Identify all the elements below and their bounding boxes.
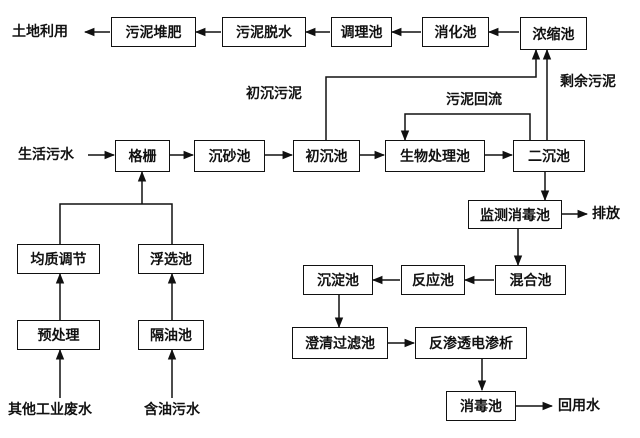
label-land-use: 土地利用 (12, 24, 68, 40)
node-reaction-tank: 反应池 (401, 265, 465, 295)
node-flotation: 浮选池 (138, 244, 204, 274)
node-pretreatment: 预处理 (17, 320, 100, 350)
edge-primary-sludge (325, 48, 541, 140)
label-oily-wastewater: 含油污水 (144, 402, 200, 418)
node-digestion-tank: 消化池 (422, 17, 489, 47)
node-ro-edr: 反渗透电渗析 (415, 327, 527, 359)
label-other-industrial: 其他工业废水 (8, 402, 92, 418)
node-biological-tank: 生物处理池 (385, 140, 485, 172)
node-sludge-dewater: 污泥脱水 (222, 17, 306, 47)
label-excess-sludge: 剩余污泥 (560, 74, 616, 90)
node-primary-settling: 初沉池 (293, 140, 360, 172)
label-domestic-sewage: 生活污水 (18, 147, 74, 163)
node-sludge-compost: 污泥堆肥 (111, 17, 196, 47)
node-sedimentation: 沉淀池 (303, 265, 373, 295)
label-primary-sludge: 初沉污泥 (246, 86, 302, 102)
label-reuse-water: 回用水 (558, 398, 600, 414)
node-oil-separation: 隔油池 (138, 320, 204, 350)
node-clarify-filter: 澄清过滤池 (292, 327, 388, 359)
node-grit-chamber: 沉砂池 (194, 140, 265, 172)
node-secondary-settling: 二沉池 (513, 140, 585, 172)
node-grid: 格栅 (115, 140, 170, 172)
node-homogenize: 均质调节 (17, 244, 100, 274)
node-thickening-tank: 浓缩池 (520, 17, 587, 50)
label-sludge-return: 污泥回流 (446, 92, 502, 108)
edge-sludge-return (400, 113, 531, 142)
edge-flotation-merge (142, 203, 173, 244)
node-conditioning-tank: 调理池 (331, 17, 392, 47)
node-monitor-disinfect: 监测消毒池 (468, 200, 562, 229)
node-mixing-tank: 混合池 (495, 265, 566, 295)
edge-homogenize-merge (59, 203, 142, 244)
node-disinfection: 消毒池 (446, 391, 516, 421)
label-discharge: 排放 (592, 206, 620, 222)
